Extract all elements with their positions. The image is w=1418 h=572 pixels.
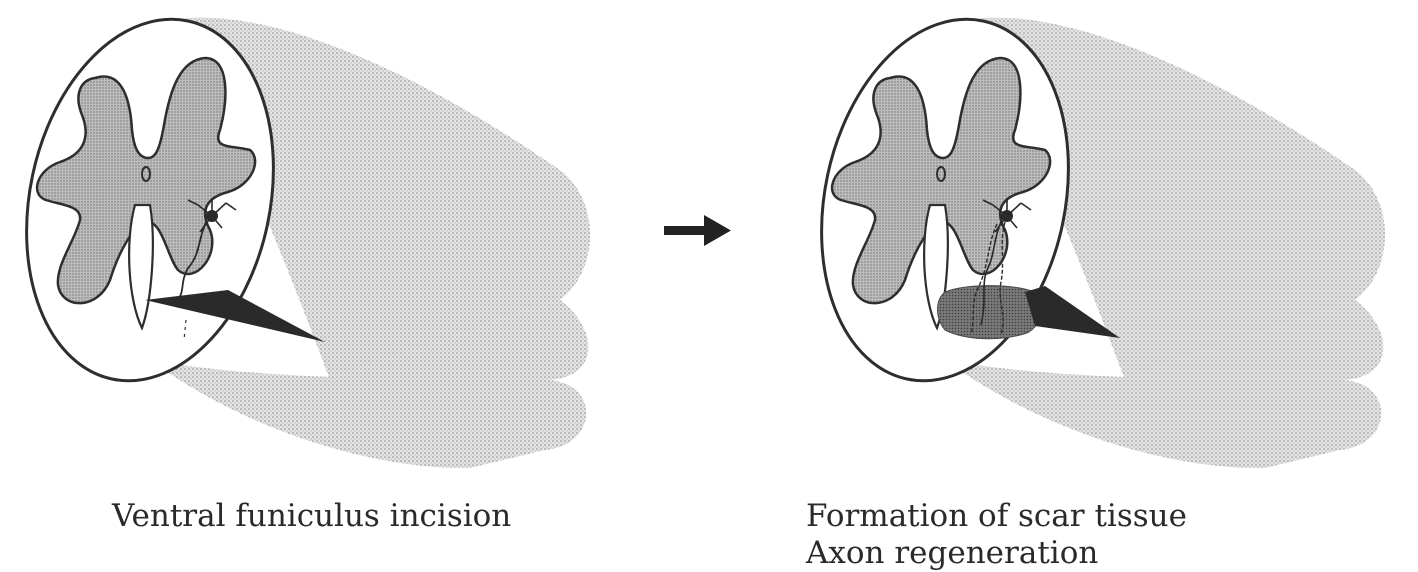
caption-line: Axon regeneration: [806, 535, 1187, 572]
panel-incision: [0, 0, 590, 468]
panel-regeneration: [790, 0, 1385, 468]
caption-incision: Ventral funiculus incision: [112, 498, 511, 535]
caption-line: Ventral funiculus incision: [112, 498, 511, 535]
caption-regeneration: Formation of scar tissue Axon regenerati…: [806, 498, 1187, 572]
right-arrow-icon: [664, 215, 731, 246]
caption-line: Formation of scar tissue: [806, 498, 1187, 535]
